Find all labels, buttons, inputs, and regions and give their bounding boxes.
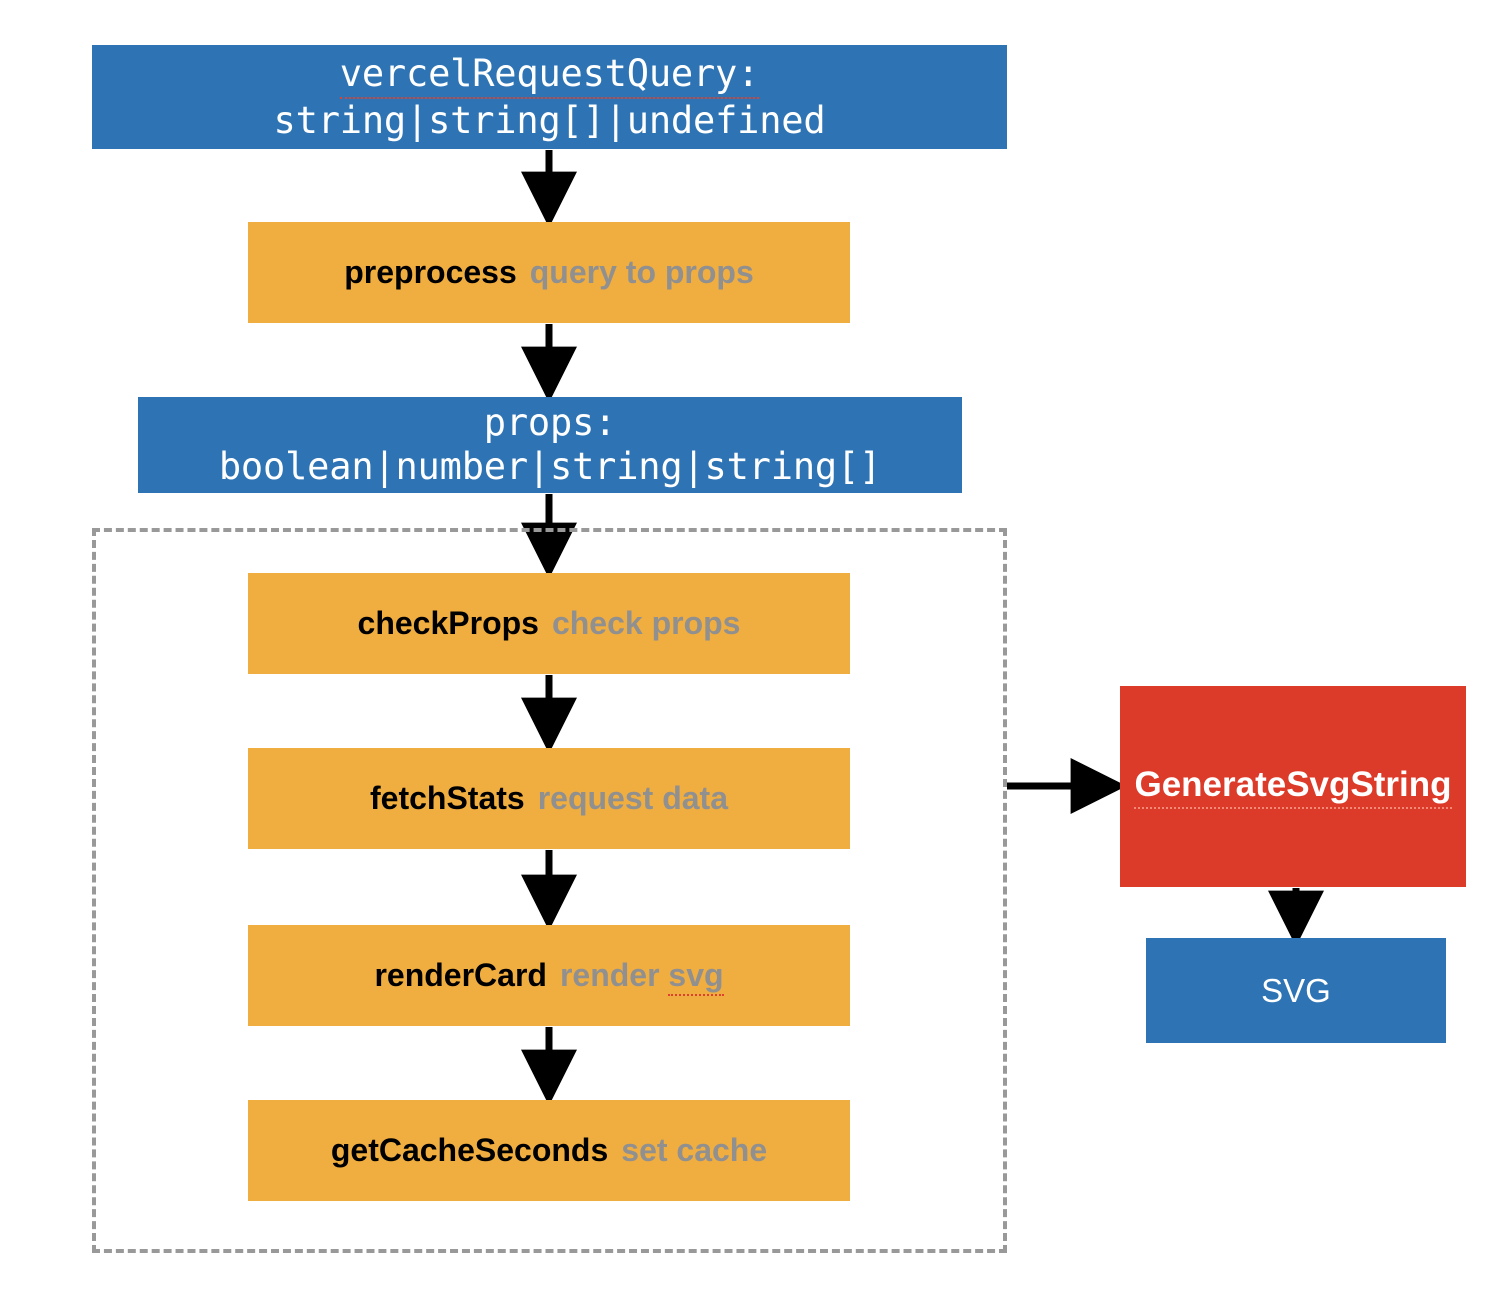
node-fetch-stats[interactable]: fetchStats request data [248,748,850,849]
node-preprocess-fn: preprocess [344,254,517,290]
node-render-card-desc-a: render [559,957,669,993]
node-svg-output-label: SVG [1261,971,1331,1009]
node-generate-svg-string[interactable]: GenerateSvgString [1120,686,1466,887]
node-vercel-request-query-line1: vercelRequestQuery: [339,52,759,99]
node-fetch-stats-desc: request data [537,780,728,816]
node-check-props-fn: checkProps [357,605,539,641]
node-svg-output[interactable]: SVG [1146,938,1446,1043]
node-preprocess[interactable]: preprocess query to props [248,222,850,323]
node-vercel-request-query[interactable]: vercelRequestQuery: string|string[]|unde… [92,45,1007,149]
node-props-line1: props: [483,401,617,445]
node-get-cache-seconds-fn: getCacheSeconds [330,1132,609,1168]
node-generate-svg-string-label: GenerateSvgString [1134,765,1452,809]
node-render-card-desc: render svg [559,957,724,996]
pipeline-subgraph-container [92,528,1007,1253]
node-render-card[interactable]: renderCard render svg [248,925,850,1026]
node-props-line2: boolean|number|string|string[] [218,445,882,488]
node-render-card-desc-b: svg [668,957,724,996]
node-get-cache-seconds[interactable]: getCacheSeconds set cache [248,1100,850,1201]
node-check-props-desc: check props [551,605,741,641]
node-check-props[interactable]: checkProps check props [248,573,850,674]
node-get-cache-seconds-desc: set cache [621,1132,768,1168]
node-render-card-fn: renderCard [374,957,547,993]
node-props[interactable]: props: boolean|number|string|string[] [138,397,962,493]
node-fetch-stats-fn: fetchStats [370,780,525,816]
node-preprocess-desc: query to props [529,254,754,290]
node-vercel-request-query-line2: string|string[]|undefined [273,98,826,142]
